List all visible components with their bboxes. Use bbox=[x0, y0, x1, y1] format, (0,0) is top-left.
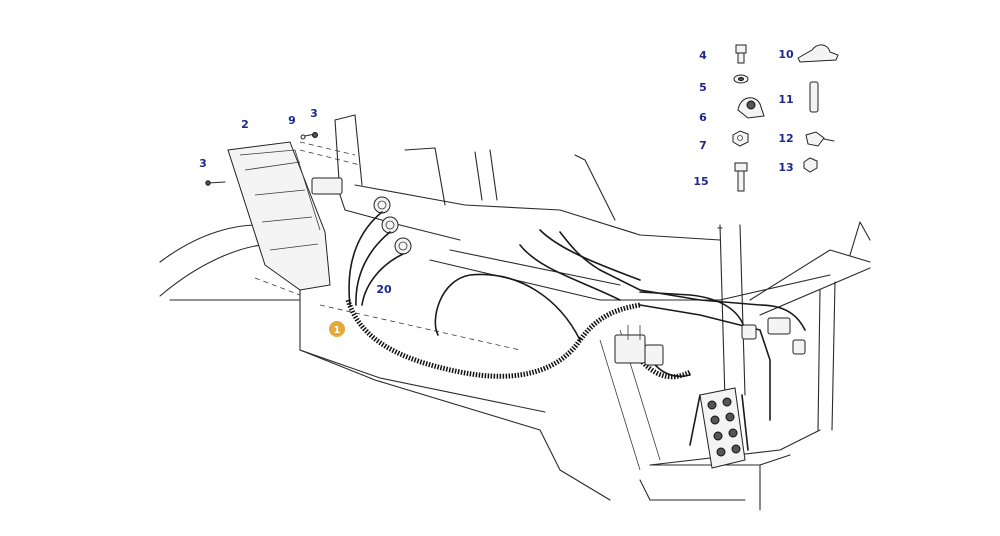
part-1-highlight-badge[interactable]: 1 bbox=[329, 321, 345, 337]
callout-labels: 2 3 3 9 20 4 5 6 7 15 10 11 12 13 bbox=[199, 48, 794, 296]
callout-3-left[interactable]: 3 bbox=[199, 157, 207, 170]
callout-2[interactable]: 2 bbox=[241, 118, 249, 131]
callout-11[interactable]: 11 bbox=[778, 93, 793, 106]
gauge-connectors bbox=[311, 177, 412, 255]
callout-3-top[interactable]: 3 bbox=[310, 107, 318, 120]
part-1-badge-label: 1 bbox=[334, 325, 341, 336]
callout-10[interactable]: 10 bbox=[778, 48, 794, 61]
instrument-panel-cover bbox=[205, 132, 361, 291]
callout-15[interactable]: 15 bbox=[693, 175, 708, 188]
callout-5[interactable]: 5 bbox=[699, 81, 707, 94]
callout-9[interactable]: 9 bbox=[288, 114, 296, 127]
hardware-parts bbox=[732, 44, 839, 192]
callout-13[interactable]: 13 bbox=[778, 161, 793, 174]
callout-12[interactable]: 12 bbox=[778, 132, 793, 145]
callout-20[interactable]: 20 bbox=[376, 283, 392, 296]
fuse-box bbox=[699, 387, 746, 469]
callout-7[interactable]: 7 bbox=[699, 139, 707, 152]
callout-6[interactable]: 6 bbox=[699, 111, 707, 124]
callout-4[interactable]: 4 bbox=[699, 49, 707, 62]
wiring-harness bbox=[345, 211, 806, 451]
